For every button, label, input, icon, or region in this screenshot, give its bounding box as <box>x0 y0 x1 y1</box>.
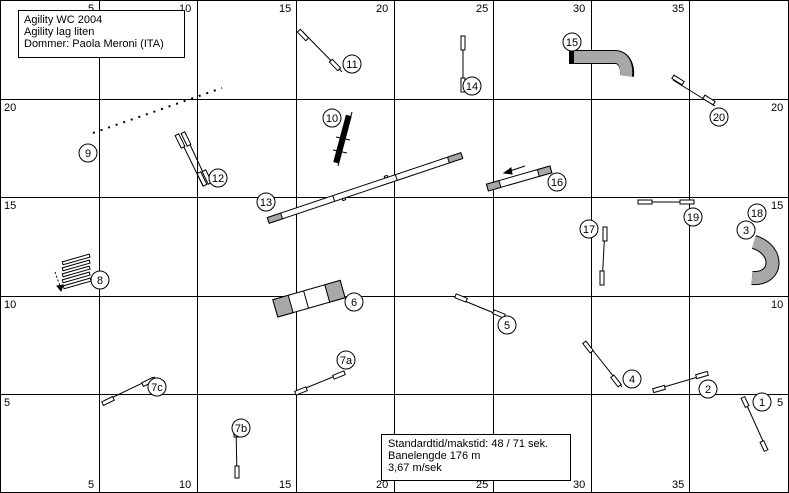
right-label-20: 20 <box>771 102 783 114</box>
number-marker-13: 13 <box>256 192 276 212</box>
number-marker-12: 12 <box>208 168 228 188</box>
left-label-10: 10 <box>4 299 16 311</box>
number-marker-3: 3 <box>736 220 756 240</box>
svg-text:2: 2 <box>705 384 711 396</box>
obstacle-10 <box>332 111 353 167</box>
course-judge: Dommer: Paola Meroni (ITA) <box>24 38 164 50</box>
bottom-label-20: 20 <box>376 479 388 491</box>
number-marker-9: 9 <box>78 143 98 163</box>
jump-7c <box>101 376 156 407</box>
course-title: Agility WC 2004 <box>24 14 103 26</box>
top-label-30: 30 <box>573 3 585 15</box>
number-marker-15: 15 <box>562 32 582 52</box>
number-marker-16: 16 <box>547 172 567 192</box>
svg-text:11: 11 <box>346 59 357 71</box>
svg-text:6: 6 <box>351 297 357 309</box>
obstacle-numbers: 1 2 3 4 5 6 7a 7b 7c 8 9 10 11 12 13 14 … <box>78 32 772 438</box>
svg-text:13: 13 <box>260 197 272 209</box>
course-stats-box: Standardtid/makstid: 48 / 71 sek. Banele… <box>381 434 571 481</box>
svg-text:15: 15 <box>566 37 578 49</box>
bottom-label-10: 10 <box>179 479 191 491</box>
course-info-box: Agility WC 2004 Agility lag liten Dommer… <box>18 10 185 58</box>
top-label-20: 20 <box>376 3 388 15</box>
left-label-20: 20 <box>4 102 16 114</box>
number-marker-7b: 7b <box>231 418 251 438</box>
svg-text:12: 12 <box>212 173 224 185</box>
bottom-label-35: 35 <box>672 479 684 491</box>
number-marker-5: 5 <box>497 315 517 335</box>
svg-text:14: 14 <box>466 81 478 93</box>
top-label-5: 5 <box>88 3 94 15</box>
jump-4 <box>582 340 623 388</box>
grid-labels: 5 10 15 20 25 30 35 5 10 15 20 25 30 35 … <box>4 3 783 491</box>
number-marker-10: 10 <box>322 108 342 128</box>
bottom-label-30: 30 <box>573 479 585 491</box>
svg-text:5: 5 <box>504 320 510 332</box>
number-marker-20: 20 <box>709 107 729 127</box>
course-length: Banelengde 176 m <box>388 450 481 462</box>
tunnel-15-end <box>569 50 573 64</box>
number-marker-8: 8 <box>90 270 110 290</box>
standard-time: Standardtid/makstid: 48 / 71 sek. <box>388 438 549 450</box>
tunnel-3-fill <box>751 236 779 284</box>
jump-12 <box>174 131 213 187</box>
number-marker-11: 11 <box>342 54 362 74</box>
number-marker-18: 18 <box>747 203 767 223</box>
svg-text:7b: 7b <box>235 423 247 435</box>
top-label-15: 15 <box>279 3 291 15</box>
right-label-15: 15 <box>771 200 783 212</box>
svg-text:16: 16 <box>551 177 563 189</box>
svg-text:4: 4 <box>629 374 635 386</box>
bottom-label-5: 5 <box>88 479 94 491</box>
svg-text:19: 19 <box>687 212 699 224</box>
jump-5 <box>454 293 507 319</box>
number-marker-1: 1 <box>752 392 772 412</box>
course-speed: 3,67 m/sek <box>388 462 442 474</box>
number-marker-7c: 7c <box>147 377 167 397</box>
number-marker-17: 17 <box>579 219 599 239</box>
top-label-35: 35 <box>672 3 684 15</box>
dogwalk-13 <box>266 152 464 224</box>
obstacle-6 <box>272 279 346 318</box>
svg-text:8: 8 <box>97 275 103 287</box>
seesaw-16 <box>485 165 553 192</box>
jump-11 <box>296 28 343 73</box>
weave-8 <box>61 253 92 290</box>
number-marker-6: 6 <box>344 292 364 312</box>
jump-20 <box>671 74 716 107</box>
number-marker-7a: 7a <box>336 350 356 370</box>
bottom-label-25: 25 <box>476 479 488 491</box>
jump-1 <box>740 395 769 453</box>
bottom-label-15: 15 <box>279 479 291 491</box>
svg-text:17: 17 <box>583 224 595 236</box>
arrow-8 <box>54 271 64 293</box>
number-marker-14: 14 <box>462 76 482 96</box>
svg-text:18: 18 <box>751 208 763 220</box>
left-label-5: 5 <box>4 397 10 409</box>
svg-text:7c: 7c <box>151 382 163 394</box>
svg-text:20: 20 <box>713 112 725 124</box>
svg-text:10: 10 <box>326 113 338 125</box>
tunnel-15-fill <box>574 51 633 77</box>
number-marker-19: 19 <box>683 207 703 227</box>
right-label-10: 10 <box>771 299 783 311</box>
top-label-25: 25 <box>476 3 488 15</box>
svg-text:7a: 7a <box>340 355 353 367</box>
dotted-line-9 <box>92 87 223 134</box>
jump-19 <box>637 199 695 205</box>
arrow-16 <box>502 165 526 175</box>
svg-text:3: 3 <box>743 225 749 237</box>
number-marker-2: 2 <box>698 379 718 399</box>
left-label-15: 15 <box>4 200 16 212</box>
svg-text:9: 9 <box>85 148 91 160</box>
jump-2 <box>652 370 709 394</box>
course-class: Agility lag liten <box>24 26 95 38</box>
jump-17 <box>599 226 608 286</box>
svg-text:1: 1 <box>759 397 765 409</box>
number-marker-4: 4 <box>622 369 642 389</box>
right-label-5: 5 <box>777 397 783 409</box>
jump-7a <box>294 370 346 396</box>
